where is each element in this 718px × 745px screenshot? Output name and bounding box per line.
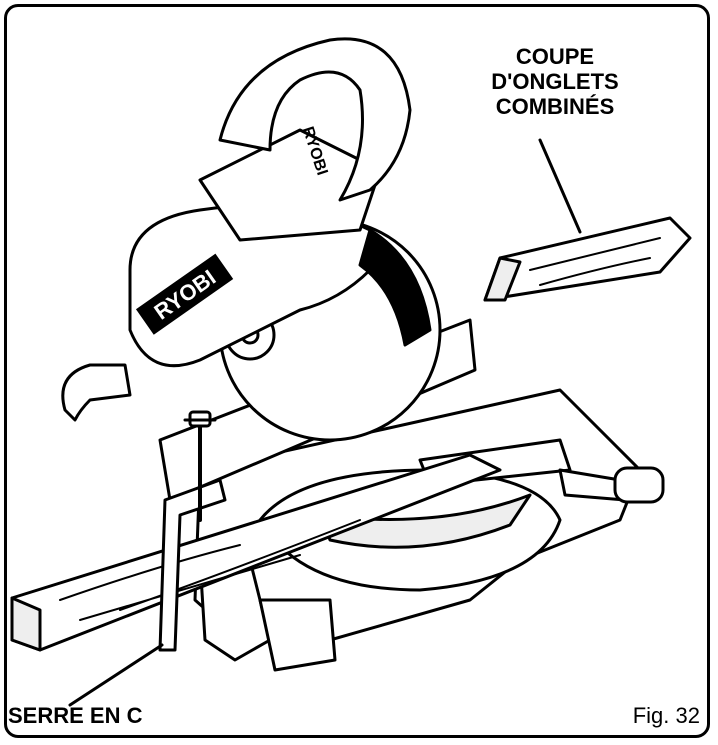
- miter-scale: [318, 493, 532, 549]
- callout-line-2: D'ONGLETS: [491, 69, 619, 94]
- callout-line-1: COUPE: [515, 44, 595, 69]
- compound-cut-piece: [483, 216, 692, 302]
- lower-guard: [358, 228, 432, 347]
- callout-c-clamp: SERRE EN C: [8, 703, 143, 728]
- motor-housing: [198, 128, 382, 242]
- callout-line-3: COMBINÉS: [495, 94, 615, 119]
- base-foot-right: [258, 598, 337, 672]
- c-clamp: [158, 478, 227, 652]
- leader-compound-cut: [538, 138, 582, 234]
- dust-port: [61, 363, 132, 422]
- handle-knob: [613, 466, 665, 504]
- leader-c-clamp: [68, 643, 164, 707]
- figure-number: Fig. 32: [632, 703, 700, 728]
- callout-compound-cut: COUPE D'ONGLETS COMBINÉS: [455, 44, 655, 119]
- saw-handle: [218, 37, 412, 202]
